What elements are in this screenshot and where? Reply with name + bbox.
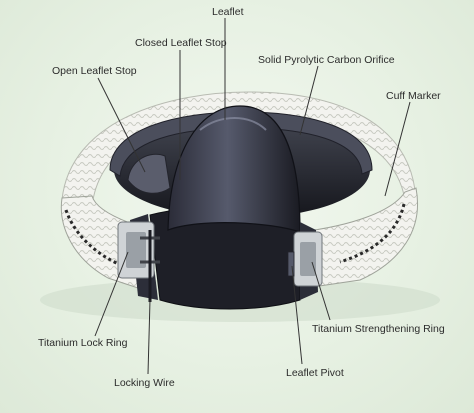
leader-cuff-marker — [384, 101, 411, 197]
strengthening-ring-inner — [300, 242, 316, 276]
label-leaflet: Leaflet — [212, 6, 244, 18]
label-orifice: Solid Pyrolytic Carbon Orifice — [258, 54, 395, 66]
cuff-marker-line — [64, 209, 129, 270]
leaflet-highlight — [199, 117, 267, 131]
leader-leaflet-pivot — [291, 265, 303, 365]
sewing-cuff-right — [291, 187, 418, 291]
label-lock-ring: Titanium Lock Ring — [38, 337, 128, 349]
label-leaflet-pivot: Leaflet Pivot — [286, 367, 344, 379]
open-leaflet-stop-shape — [127, 153, 171, 194]
leader-orifice — [299, 65, 319, 136]
leader-locking-wire — [147, 299, 151, 375]
lock-ring-inner — [126, 232, 146, 268]
leaflet-disc — [167, 105, 301, 233]
leader-strengthening-ring — [311, 261, 331, 321]
leader-lock-ring — [94, 251, 129, 337]
label-locking-wire: Locking Wire — [114, 377, 175, 389]
label-closed-leaflet-stop: Closed Leaflet Stop — [135, 37, 227, 49]
label-strengthening-ring: Titanium Strengthening Ring — [312, 323, 445, 335]
label-cuff-marker: Cuff Marker — [386, 90, 441, 102]
leader-lines — [94, 18, 411, 375]
leaflet-pivot-shape — [287, 251, 295, 277]
orifice-rim — [109, 111, 373, 177]
leader-open-leaflet-stop — [97, 77, 146, 173]
label-open-leaflet-stop: Open Leaflet Stop — [52, 65, 137, 77]
cuff-marker-line-right — [339, 203, 406, 264]
